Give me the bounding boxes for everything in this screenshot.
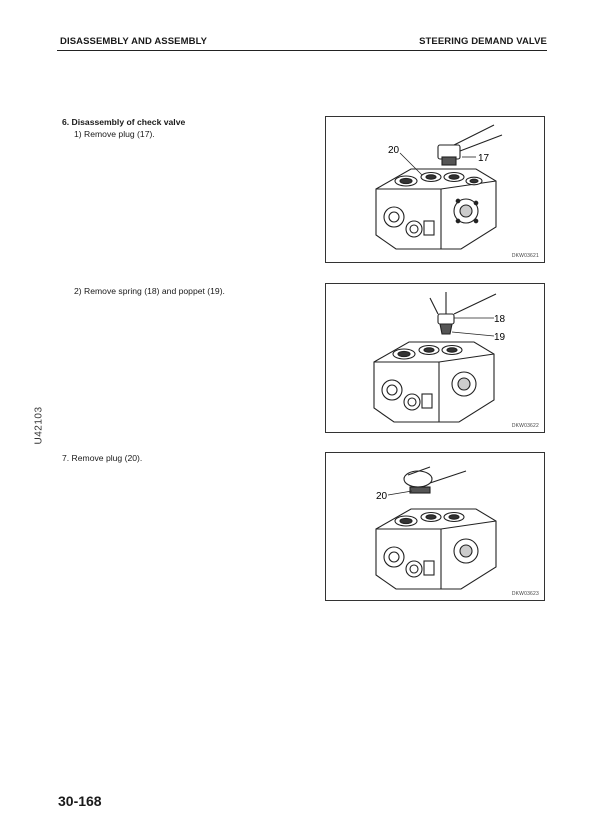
step-7-text: 7. Remove plug (20). [62,453,143,463]
callout-19: 19 [494,332,506,343]
page-number: 30-168 [58,793,102,809]
callout-18: 18 [494,314,506,325]
valve-illustration-3: 20 [375,466,497,590]
figure-remove-spring-poppet: 18 19 DKW03622 [325,283,545,433]
figure-code-3: DKW03623 [511,591,539,597]
step-6-2-text: 2) Remove spring (18) and poppet (19). [74,286,225,296]
figure-remove-plug-17: 20 17 DKW03621 [325,116,545,263]
step-6-1-text: 1) Remove plug (17). [74,129,155,139]
callout-20: 20 [388,145,400,156]
side-document-code: U42103 [33,406,45,445]
figure-code-2: DKW03622 [511,423,539,429]
header-rule [57,50,547,51]
header-right-title: STEERING DEMAND VALVE [419,36,547,47]
valve-illustration-1: 20 17 [375,124,503,250]
header-left-title: DISASSEMBLY AND ASSEMBLY [60,36,208,47]
callout-17: 17 [478,153,490,164]
figure-code-1: DKW03621 [511,253,539,259]
valve-illustration-2: 18 19 [373,292,506,423]
figure-remove-plug-20: 20 DKW03623 [325,452,545,601]
step-6-title: 6. Disassembly of check valve [62,117,186,127]
callout-20-fig3: 20 [376,491,388,502]
